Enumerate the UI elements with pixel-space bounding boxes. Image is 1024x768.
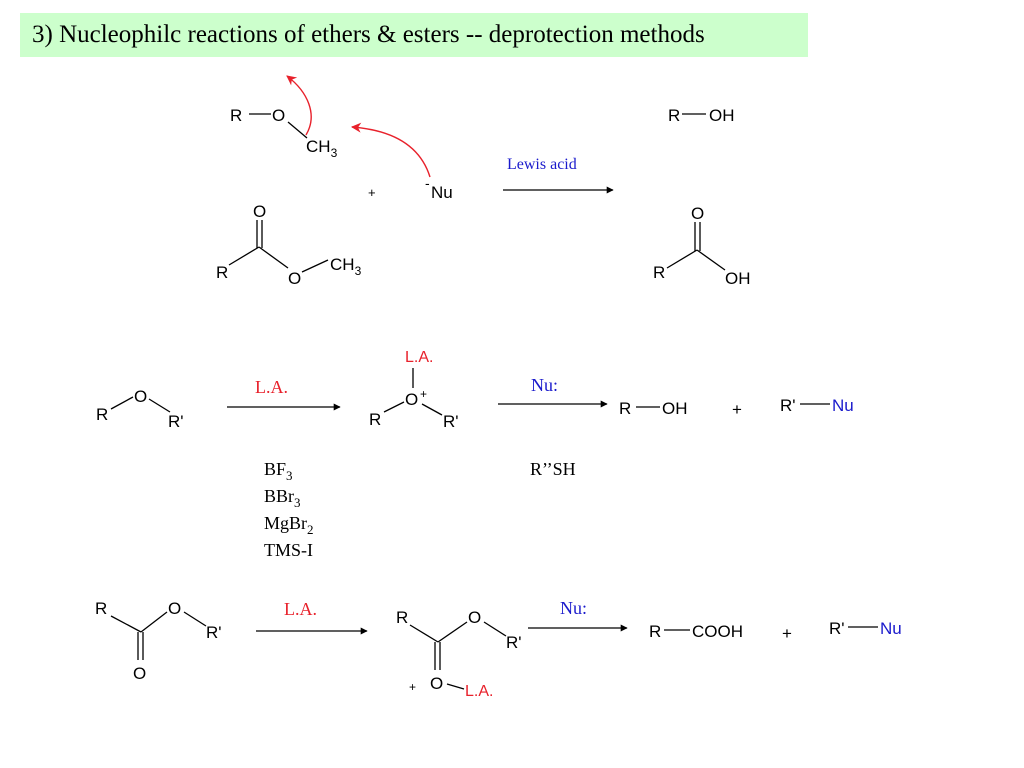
ether2-r: R [96, 405, 108, 424]
reagent-nu-3: Nu: [560, 598, 587, 618]
nucleophile: Nu [431, 183, 453, 202]
ether-methyl: CH3 [306, 137, 338, 160]
lewis-acid-0: BF3 [264, 459, 293, 483]
acid-r: R [653, 263, 665, 282]
reagent-lewis-acid: Lewis acid [507, 156, 577, 173]
ether2-r-prime: R' [168, 412, 184, 431]
complex-la: L.A. [405, 349, 433, 366]
ether-o: O [272, 106, 285, 125]
bond-o-la [446, 683, 465, 690]
ester3-r: R [95, 599, 107, 618]
reaction2 [110, 368, 830, 416]
plus-3: + [782, 624, 792, 643]
ester3-o: O [168, 599, 181, 618]
nucleophile-charge: - [425, 175, 430, 191]
nucleophile-example: R’’SH [530, 459, 576, 479]
bond-c-o [437, 621, 468, 643]
ester-methyl: CH3 [330, 255, 362, 278]
bond-r-o [110, 396, 134, 410]
complex3-o: O [468, 608, 481, 627]
ester3-r-prime: R' [206, 623, 222, 642]
bond-o-r-prime [183, 611, 207, 627]
acid-carbonyl-o: O [691, 204, 704, 223]
ether-r: R [230, 106, 242, 125]
bond-r-c [228, 246, 260, 266]
product3-r-prime: R' [829, 619, 845, 638]
bond-o-ch3 [301, 259, 329, 273]
title-box: 3) Nucleophilc reactions of ethers & est… [20, 13, 808, 57]
reaction3 [110, 611, 878, 690]
product2-nu: Nu [832, 396, 854, 415]
product2-r-prime: R' [780, 396, 796, 415]
product3-r: R [649, 622, 661, 641]
reagent-la-3: L.A. [284, 599, 317, 619]
bond-c-o [258, 246, 289, 269]
bond-c-o [140, 611, 168, 633]
complex3-r-prime: R' [506, 633, 522, 652]
ester-carbonyl-o: O [253, 202, 266, 221]
bond-o-ch3 [287, 121, 308, 139]
slide-title: 3) Nucleophilc reactions of ethers & est… [32, 21, 705, 48]
ester-o: O [288, 269, 301, 288]
ester-r: R [216, 263, 228, 282]
complex-r-prime: R' [443, 412, 459, 431]
complex-o: O [405, 390, 418, 409]
complex3-r: R [396, 608, 408, 627]
complex3-la: L.A. [465, 683, 493, 700]
product3-cooh: COOH [692, 622, 743, 641]
bond-c-oh [696, 249, 726, 271]
complex3-carbonyl-o: O [430, 674, 443, 693]
lewis-acid-3: TMS-I [264, 540, 313, 560]
plus-2: + [732, 400, 742, 419]
ether2-o: O [134, 387, 147, 406]
lewis-acid-2: MgBr2 [264, 513, 314, 537]
complex3-charge: + [409, 680, 416, 694]
complex-r: R [369, 410, 381, 429]
reaction1 [228, 113, 726, 273]
product-r: R [668, 106, 680, 125]
bond-o-r-prime [421, 403, 443, 416]
bond-o-r-prime [483, 621, 507, 637]
bond-r-c [110, 615, 142, 633]
curly-arrow-attack [351, 122, 431, 178]
acid-oh: OH [725, 269, 751, 288]
lewis-acid-1: BBr3 [264, 486, 301, 510]
complex-charge: + [420, 387, 427, 401]
plus-1: + [368, 185, 376, 200]
bond-r-c [666, 249, 698, 269]
product2-r: R [619, 399, 631, 418]
bond-r-c [409, 624, 439, 643]
ester3-carbonyl-o: O [133, 664, 146, 683]
product3-nu: Nu [880, 619, 902, 638]
reagent-nu-2: Nu: [531, 375, 558, 395]
curly-arrow-cleavage [286, 75, 312, 136]
bond-o-r-prime [148, 398, 171, 413]
product2-oh: OH [662, 399, 688, 418]
bond-r-o [383, 401, 405, 413]
reagent-la-2: L.A. [255, 377, 288, 397]
product-oh: OH [709, 106, 735, 125]
